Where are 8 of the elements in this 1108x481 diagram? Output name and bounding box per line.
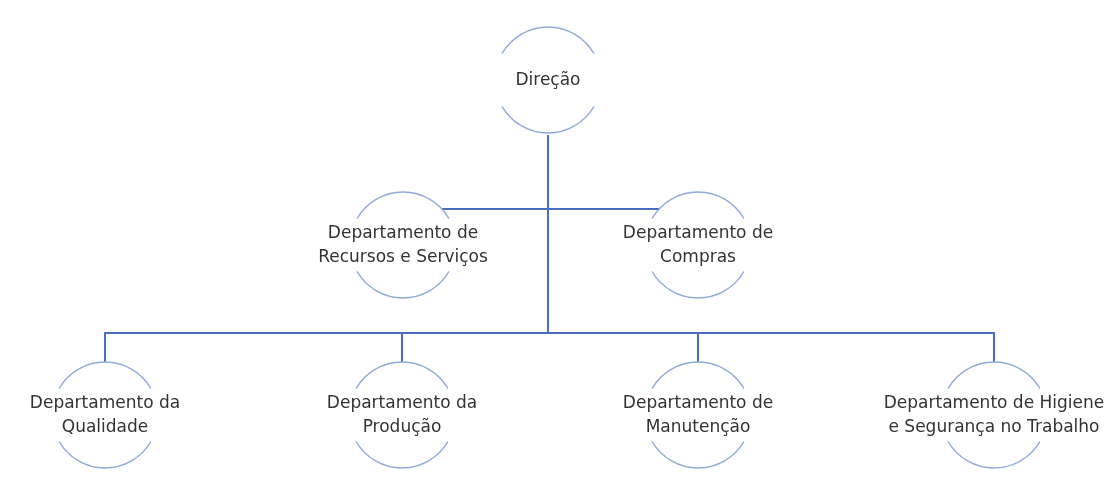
department-name: Departamento de Manutenção — [621, 391, 775, 438]
department-name: Departamento de Higiene e Segurança no Trabalho — [882, 391, 1106, 438]
department-name: Departamento da Produção — [325, 391, 479, 438]
department-name: Direção — [514, 68, 582, 92]
department-name: Departamento da Qualidade — [28, 391, 182, 438]
connector-line — [547, 134, 995, 363]
department-name: Departamento de Recursos e Serviços — [317, 221, 489, 268]
department-name: Departamento de Compras — [621, 221, 775, 268]
